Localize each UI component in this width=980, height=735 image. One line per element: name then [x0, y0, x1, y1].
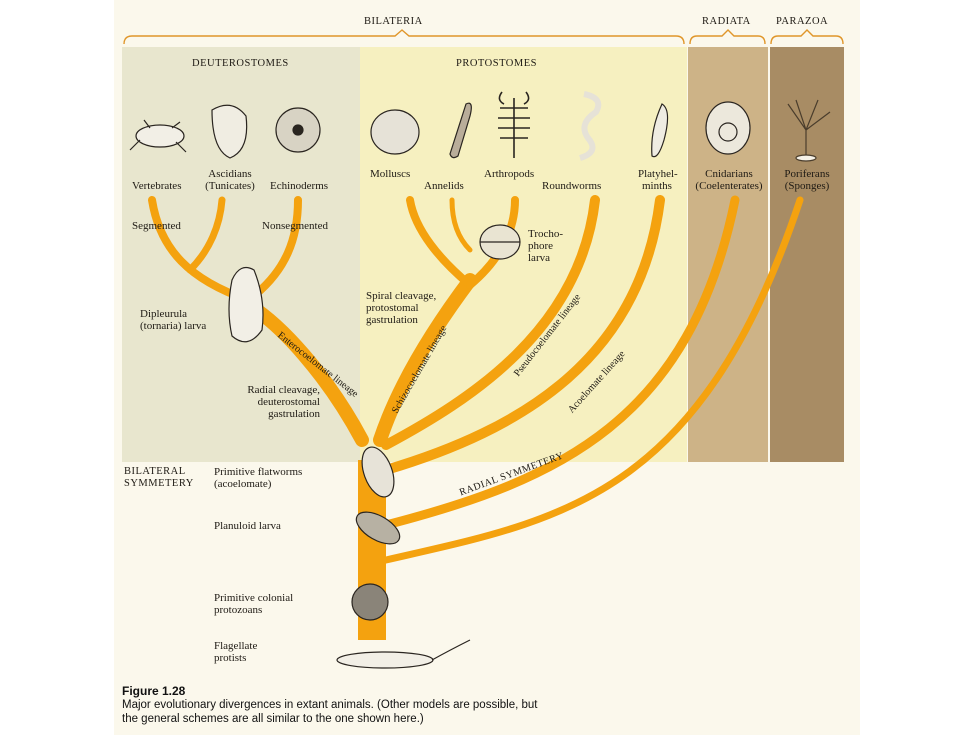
figure-caption: Figure 1.28 Major evolutionary divergenc…	[122, 684, 682, 726]
dipleurula-line1: Dipleurula	[140, 308, 188, 320]
planuloid-larva-label: Planuloid larva	[214, 520, 281, 532]
vertebrates-label: Vertebrates	[132, 180, 182, 192]
echinoderm-branch	[251, 196, 302, 299]
trochophore-label: Trocho- phore larva	[528, 228, 563, 264]
protostomes-label: PROTOSTOMES	[456, 58, 537, 69]
platyhelminths-label: Platyhel- minths	[638, 168, 678, 192]
parazoa-label: PARAZOA	[776, 16, 829, 27]
bilateral-line1: BILATERAL	[124, 466, 186, 477]
planuloid-larva-icon	[355, 511, 401, 545]
protostome-panel	[360, 47, 687, 462]
porifera-branch	[382, 196, 804, 564]
mollusc-icon	[370, 109, 420, 155]
sponge-icon	[787, 99, 831, 162]
radial-line3: gastrulation	[268, 408, 320, 420]
ascidians-label-line1: Ascidians	[208, 168, 252, 180]
flagellate-line2: protists	[214, 652, 247, 664]
spiral-line3: gastrulation	[366, 314, 418, 326]
ascidian-branch	[186, 196, 226, 274]
caption-title: Figure 1.28	[122, 684, 186, 698]
bilateral-symmetry-label: BILATERAL SYMMETERY	[124, 466, 194, 490]
echinoderm-icon	[275, 107, 321, 153]
parazoa-brace	[770, 29, 844, 45]
platyhelminth-branch	[381, 195, 665, 475]
roundworm-icon	[579, 91, 602, 161]
trochophore-line2: phore	[528, 240, 554, 252]
nonsegmented-label: Nonsegmented	[262, 220, 328, 232]
poriferans-label-line2: (Sponges)	[784, 180, 830, 192]
radiata-label: RADIATA	[702, 16, 751, 27]
arthropods-label: Arthropods	[484, 168, 535, 180]
annelids-label: Annelids	[424, 180, 464, 192]
primitive-flat-line1: Primitive flatworms	[214, 466, 303, 478]
cnidarians-label-line2: (Coelenterates)	[695, 180, 763, 192]
dipleurula-label: Dipleurula (tornaria) larva	[140, 308, 206, 332]
caption-line1: Major evolutionary divergences in extant…	[122, 699, 538, 711]
branches	[148, 195, 804, 640]
spiral-line1: Spiral cleavage,	[366, 290, 437, 302]
radial-cleavage-label: Radial cleavage, deuterostomal gastrulat…	[220, 384, 320, 420]
flagellate-protists-label: Flagellate protists	[214, 640, 257, 664]
dipleurula-line2: (tornaria) larva	[140, 320, 207, 332]
primitive-flatworm-icon	[361, 446, 395, 498]
roundworms-label: Roundworms	[542, 180, 602, 192]
dipleurula-larva-icon	[228, 267, 264, 343]
radial-line1: Radial cleavage,	[247, 384, 320, 396]
platyhelminth-icon	[651, 103, 669, 158]
spiral-cleavage-label: Spiral cleavage, protostomal gastrulatio…	[366, 290, 436, 326]
cnidarians-label: Cnidarians (Coelenterates)	[690, 168, 768, 192]
ascidians-label: Ascidians (Tunicates)	[200, 168, 260, 192]
vertebrate-icon	[129, 119, 187, 153]
cnidaria-branch	[381, 195, 740, 530]
poriferans-label: Poriferans (Sponges)	[774, 168, 840, 192]
arthropod-icon	[498, 91, 530, 158]
platyhelminths-label-line2: minths	[642, 180, 672, 192]
echinoderms-label: Echinoderms	[270, 180, 329, 192]
bilateria-brace	[123, 29, 685, 45]
ascidians-label-line2: (Tunicates)	[205, 180, 255, 192]
bilateria-label: BILATERIA	[364, 16, 423, 27]
cnidarian-icon	[705, 101, 751, 155]
colonial-protozoan-icon	[351, 583, 389, 621]
caption-line2: the general schemes are all similar to t…	[122, 713, 424, 725]
mollusc-branch	[406, 196, 474, 289]
trochophore-larva-icon	[479, 224, 521, 260]
radiata-brace	[689, 29, 766, 45]
trochophore-line1: Trocho-	[528, 228, 564, 240]
radial-line2: deuterostomal	[257, 396, 320, 408]
cnidarians-label-line1: Cnidarians	[705, 168, 753, 180]
molluscs-label: Molluscs	[370, 168, 411, 180]
poriferans-label-line1: Poriferans	[784, 168, 830, 180]
primitive-flatworms-label: Primitive flatworms (acoelomate)	[214, 466, 302, 490]
ascidian-icon	[211, 104, 248, 159]
deuterostomes-label: DEUTEROSTOMES	[192, 58, 289, 69]
annelid-icon	[449, 102, 472, 159]
trochophore-line3: larva	[528, 252, 550, 264]
primitive-flat-line2: (acoelomate)	[214, 478, 272, 490]
segmented-label: Segmented	[132, 220, 181, 232]
platyhelminths-label-line1: Platyhel-	[638, 168, 678, 180]
flagellate-protist-icon	[336, 639, 471, 669]
bilateral-line2: SYMMETERY	[124, 478, 194, 489]
colonial-line1: Primitive colonial	[214, 592, 294, 604]
roundworm-branch	[381, 195, 600, 450]
flagellate-line1: Flagellate	[214, 640, 258, 652]
group-braces	[123, 29, 844, 45]
spiral-line2: protostomal	[366, 302, 419, 314]
vertebrate-branch	[148, 196, 252, 304]
colonial-protozoans-label: Primitive colonial protozoans	[214, 592, 293, 616]
annelid-branch	[449, 197, 473, 253]
protostome-branch	[373, 273, 477, 447]
colonial-line2: protozoans	[214, 604, 263, 616]
